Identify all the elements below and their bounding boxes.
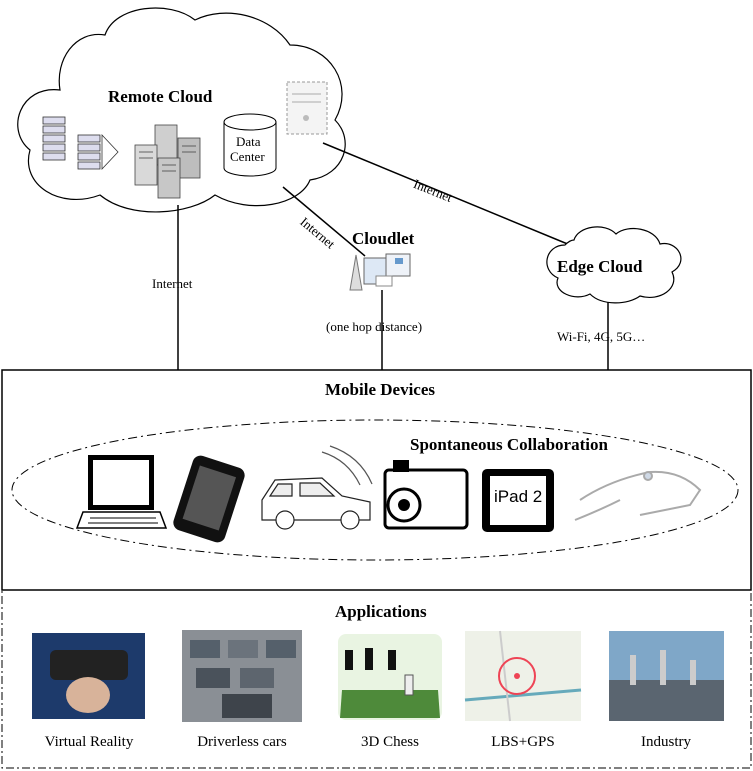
cloudlet-label: Cloudlet xyxy=(352,229,415,248)
edge-cloud-shape xyxy=(546,226,682,304)
one-hop-label: (one hop distance) xyxy=(326,319,423,334)
internet-link-edge xyxy=(322,142,571,246)
tower-server-icon xyxy=(286,81,328,135)
internet-link-cloudlet xyxy=(282,186,366,257)
collaboration-ellipse xyxy=(11,419,739,561)
ipad-text: iPad 2 xyxy=(494,487,543,506)
ipad-icon xyxy=(482,469,554,532)
server-cluster-icon xyxy=(134,124,201,199)
smart-glasses-icon xyxy=(574,470,702,521)
app-label-vr: Virtual Reality xyxy=(44,734,134,750)
edge-cloud-label: Edge Cloud xyxy=(557,257,643,276)
chess-image xyxy=(338,634,442,720)
wireless-label: Wi-Fi, 4G, 5G… xyxy=(557,329,646,344)
document-list-icon xyxy=(42,116,119,171)
lbs-gps-image xyxy=(464,630,582,722)
driverless-cars-image xyxy=(182,630,302,722)
app-label-driverless: Driverless cars xyxy=(197,734,287,750)
app-label-industry: Industry xyxy=(641,734,691,750)
data-center-label-line2: Center xyxy=(230,149,265,164)
data-center-icon xyxy=(223,113,277,177)
laptop-icon xyxy=(75,455,168,529)
vr-image xyxy=(32,633,145,719)
applications-box xyxy=(1,589,752,769)
remote-cloud-label: Remote Cloud xyxy=(108,87,213,106)
app-label-lbs: LBS+GPS xyxy=(491,734,555,750)
smartphone-icon xyxy=(173,455,245,543)
spontaneous-collaboration-label: Spontaneous Collaboration xyxy=(410,435,608,454)
applications-title: Applications xyxy=(335,602,427,621)
mobile-devices-title: Mobile Devices xyxy=(325,380,435,399)
car-icon xyxy=(261,445,373,530)
cloudlet-icon xyxy=(349,253,411,291)
app-label-chess: 3D Chess xyxy=(361,734,419,750)
internet-label-left: Internet xyxy=(152,276,193,291)
camera-icon xyxy=(383,460,469,530)
industry-image xyxy=(609,631,724,721)
data-center-label-line1: Data xyxy=(236,134,261,149)
